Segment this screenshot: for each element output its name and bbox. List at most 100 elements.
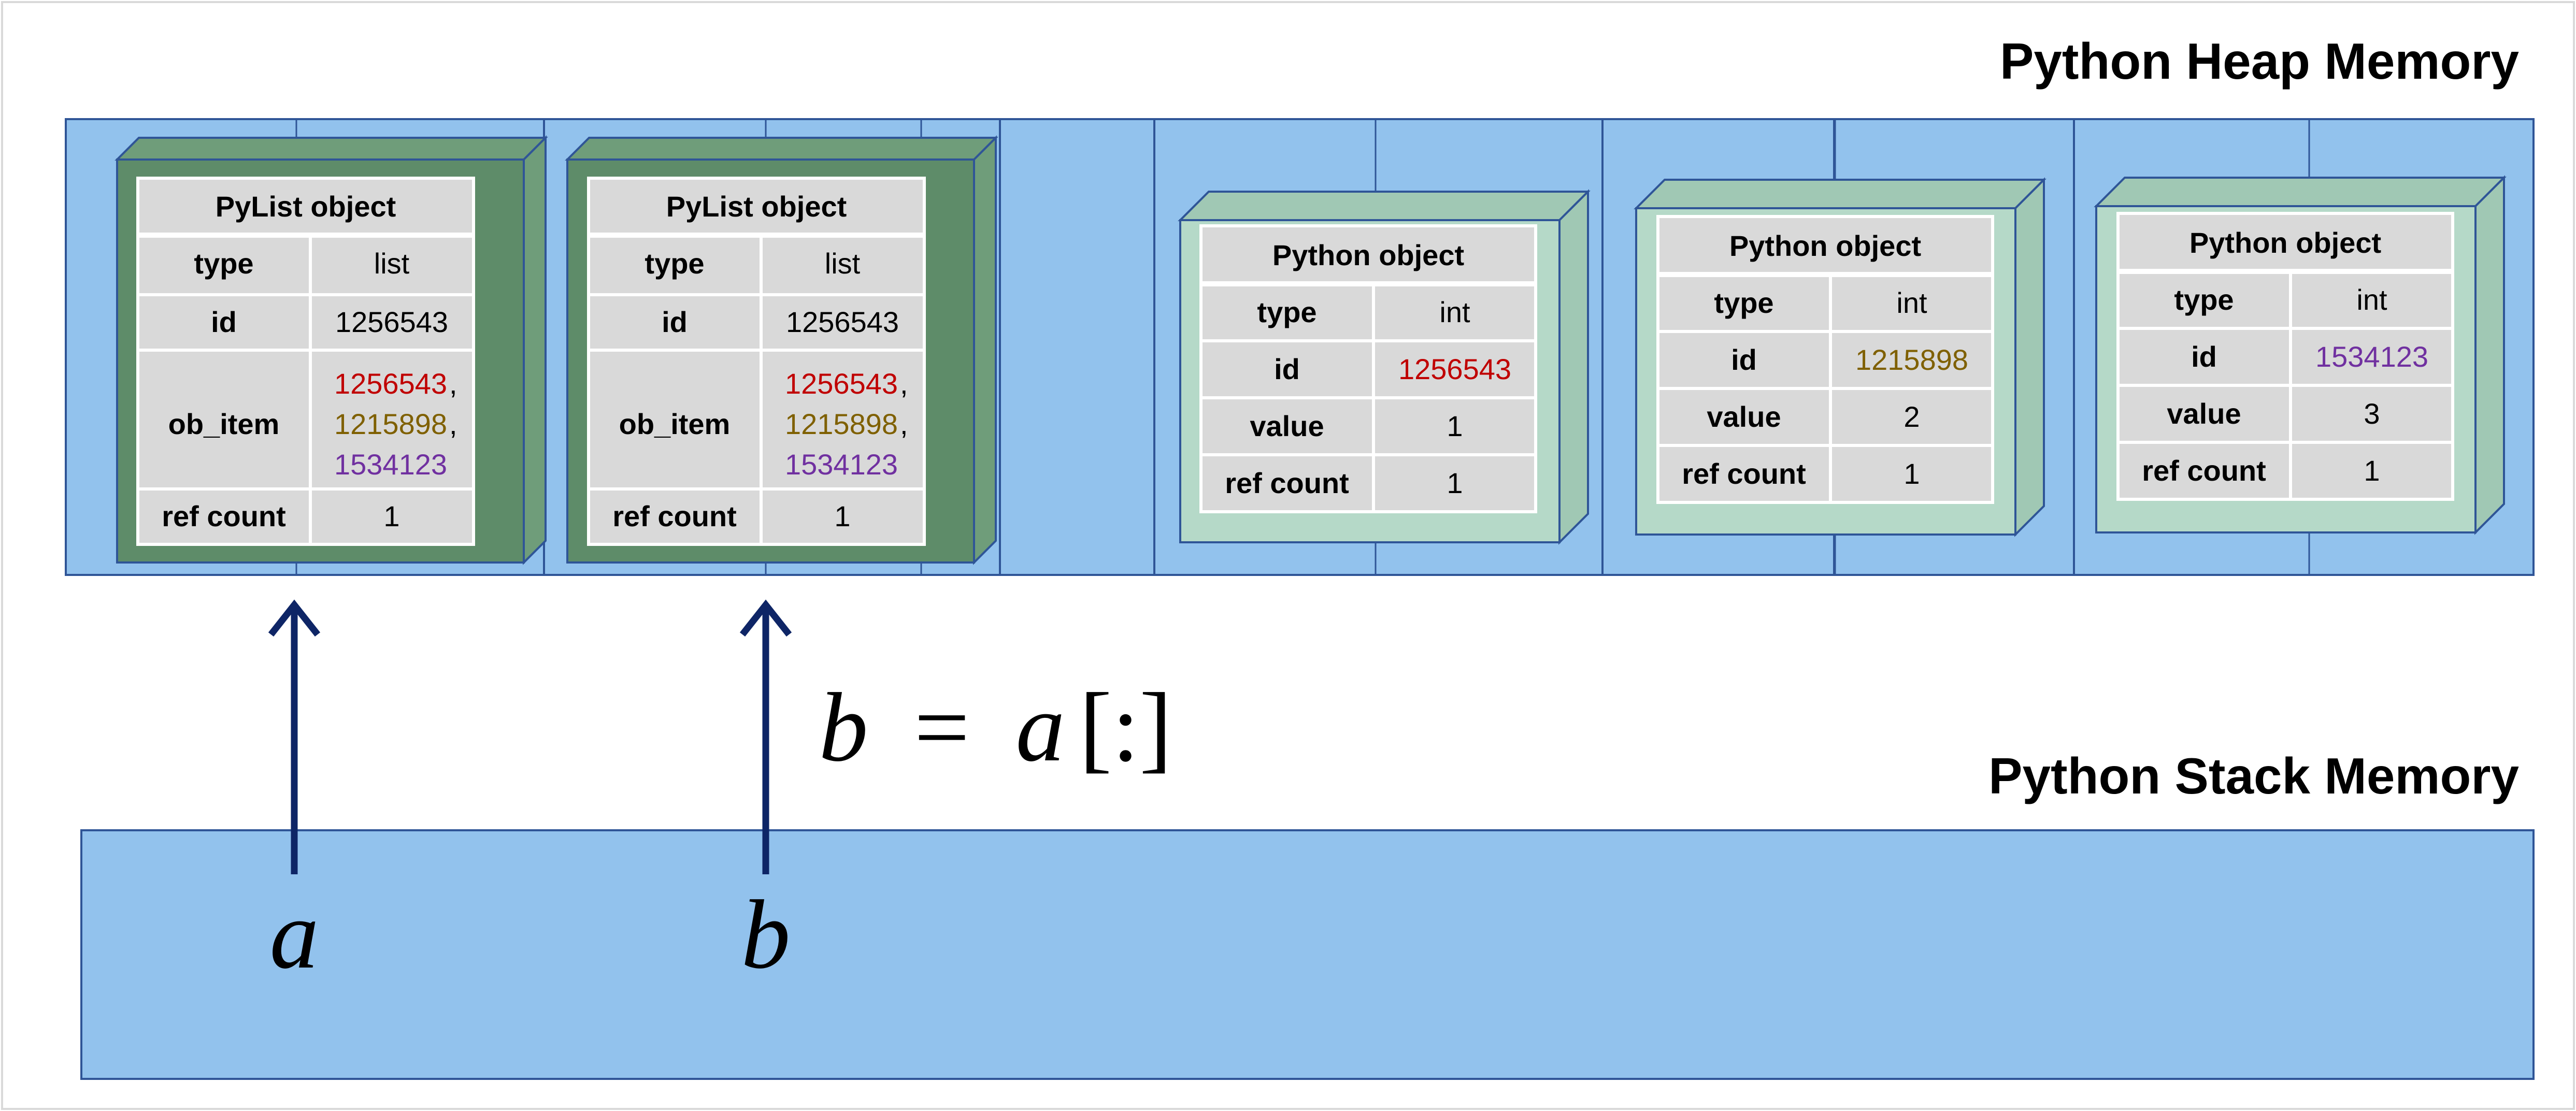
object-table [587, 177, 926, 546]
row-value: 2 [1904, 400, 1920, 433]
table-row: ref count 1 [612, 500, 850, 532]
row-value: int [1439, 296, 1470, 328]
table-row: type int [2174, 283, 2387, 316]
table-row: id 1215898 [1731, 343, 1968, 376]
row-value: 1215898 [1855, 343, 1968, 376]
equation-slice: [:] [1079, 673, 1172, 782]
ob-item-id: 1534123 [334, 448, 447, 481]
ob-item-id: 1256543 [334, 367, 447, 400]
table-row: ref count 1 [2142, 454, 2380, 487]
equation-rhs-var: a [1016, 673, 1065, 782]
table-header: Python object [1729, 229, 1921, 262]
row-value: 1 [1447, 467, 1463, 499]
table-row: id 1256543 [1274, 353, 1511, 385]
stack-title: Python Stack Memory [1988, 747, 2519, 804]
row-value: list [825, 247, 861, 280]
row-value: 1 [383, 500, 399, 532]
table-header: PyList object [216, 190, 396, 223]
row-label: id [2191, 340, 2217, 373]
table-row: value 1 [1250, 410, 1463, 442]
table-row: value 2 [1707, 400, 1920, 433]
table-row: type int [1257, 296, 1470, 328]
box-side-face [1558, 189, 1589, 545]
object-table [1656, 215, 1994, 504]
comma: , [449, 408, 457, 440]
table-header: Python object [1272, 239, 1464, 271]
row-value: 1256543 [335, 306, 448, 338]
table-row: id 1534123 [2191, 340, 2428, 373]
row-label: id [1274, 353, 1300, 385]
ob-item-id: 1215898 [334, 408, 447, 440]
row-label: ref count [1225, 467, 1349, 499]
row-label: type [2174, 283, 2234, 316]
row-label: ob_item [619, 408, 731, 440]
row-value: int [1896, 286, 1927, 319]
row-label: id [211, 306, 237, 338]
slice-equation: b = a [:] [819, 673, 1172, 782]
box-top-face [115, 137, 548, 161]
python-object: Python object type int id 1215898 value 2 ref c… [1634, 177, 2047, 537]
row-label: type [1257, 296, 1316, 328]
box-top-face [1634, 179, 2047, 209]
table-header: Python object [2189, 226, 2381, 259]
arrowhead-b-icon [739, 599, 792, 637]
table-header: PyList object [666, 190, 847, 223]
object-table [136, 177, 475, 546]
row-value: 1 [834, 500, 850, 532]
table-row: ref count 1 [162, 500, 399, 532]
box-side-face [2014, 177, 2045, 537]
box-top-face [1178, 191, 1591, 221]
row-label: ob_item [168, 408, 280, 440]
comma: , [449, 367, 457, 400]
comma: , [900, 367, 908, 400]
equation-equals: = [914, 673, 969, 782]
row-value: list [374, 247, 410, 280]
stack-background [80, 829, 2535, 1080]
row-label: id [1731, 343, 1757, 376]
ob-item-id: 1534123 [785, 448, 898, 481]
row-label: type [1714, 286, 1773, 319]
box-side-face [2474, 175, 2505, 535]
row-label: ref count [162, 500, 286, 532]
row-value: 1256543 [1398, 353, 1511, 385]
comma: , [900, 408, 908, 440]
box-side-face [523, 135, 547, 565]
reference-arrows [268, 599, 792, 874]
row-label: type [645, 247, 704, 280]
row-value: int [2356, 283, 2387, 316]
ob-item-id: 1256543 [785, 367, 898, 400]
object-table [1199, 224, 1537, 513]
table-row: id 1256543 [211, 306, 448, 338]
row-label: value [2167, 397, 2241, 430]
row-label: ref count [612, 500, 737, 532]
heap-objects: PyList object type list id 1256543 ob_item 125… [115, 135, 2507, 565]
object-table [2116, 212, 2454, 501]
stack-region: Python Stack Memory [80, 747, 2535, 1080]
row-value: 1 [1447, 410, 1463, 442]
row-label: value [1250, 410, 1324, 442]
box-top-face [2094, 177, 2507, 207]
table-row: type list [645, 247, 860, 280]
arrowhead-a-icon [268, 599, 321, 637]
row-label: ref count [2142, 454, 2266, 487]
row-label: value [1707, 400, 1781, 433]
stack-variable-a: a [270, 881, 319, 989]
row-value: 1 [1904, 457, 1920, 490]
box-side-face [973, 135, 997, 565]
stack-variable-b: b [741, 881, 791, 989]
row-value: 1534123 [2315, 340, 2428, 373]
heap-title: Python Heap Memory [2000, 33, 2519, 90]
table-row: ref count 1 [1225, 467, 1463, 499]
row-value: 1 [2364, 454, 2380, 487]
ob-item-id: 1215898 [785, 408, 898, 440]
